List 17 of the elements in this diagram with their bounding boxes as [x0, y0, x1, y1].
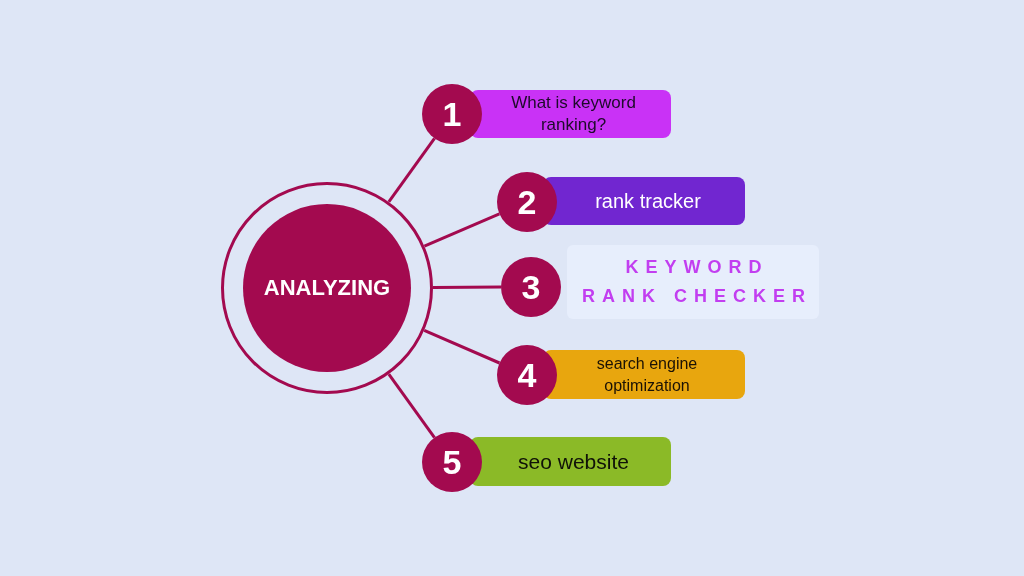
step-text: rank tracker [595, 189, 701, 213]
step-text: KEYWORD RANK CHECKER [581, 256, 813, 308]
step-number: 1 [442, 97, 462, 131]
connector-line [423, 328, 501, 365]
connector-line [387, 137, 436, 203]
connector-line [387, 373, 436, 439]
step-card [470, 437, 671, 486]
step-number: 3 [521, 270, 541, 304]
step-number: 4 [517, 358, 537, 392]
step-number: 5 [442, 445, 462, 479]
connector-line [423, 212, 500, 248]
step-text: What is keyword ranking? [510, 92, 637, 136]
hub-label: ANALYZING [263, 277, 391, 299]
step-text: search engine optimization [595, 353, 699, 396]
step-number: 2 [517, 185, 537, 219]
connector-line [433, 285, 501, 289]
step-text: seo website [518, 449, 629, 474]
